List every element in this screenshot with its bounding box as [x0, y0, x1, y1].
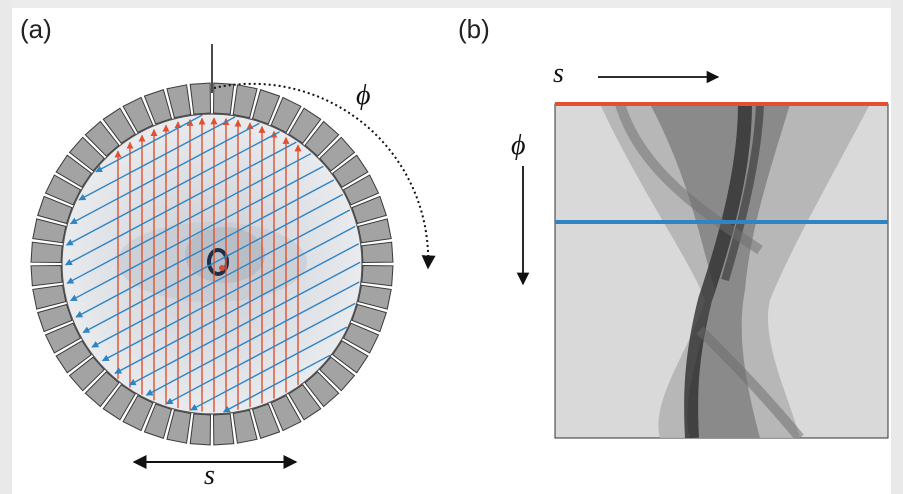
detector-segment — [102, 384, 136, 421]
detector-segment — [68, 356, 105, 392]
blue-ray — [78, 116, 236, 201]
detector-segment — [357, 218, 392, 244]
detector-segment — [357, 284, 392, 310]
detector-segment — [304, 120, 340, 157]
blue-ray — [114, 243, 360, 374]
detector-segment — [84, 371, 120, 408]
panel-b-s-label: s — [553, 58, 564, 89]
detector-segment — [332, 340, 369, 374]
detector-segment — [30, 265, 63, 287]
blue-ray — [128, 261, 361, 386]
top-margin — [0, 0, 903, 8]
panel-a-s-label: s — [204, 460, 215, 491]
panel-a — [30, 44, 436, 469]
blue-ray — [69, 165, 324, 302]
detector-segment — [304, 371, 340, 408]
detector-segment — [55, 340, 92, 374]
detector-segment — [84, 120, 120, 157]
panel-b-phi-label: ϕ — [511, 130, 526, 161]
detector-segment — [361, 265, 394, 287]
detector-segment — [288, 384, 322, 421]
blue-ray — [69, 122, 260, 225]
right-margin — [891, 0, 903, 494]
detector-segment — [319, 136, 356, 172]
detector-segment — [232, 409, 258, 444]
detector-segment — [213, 82, 235, 115]
detector-segment — [122, 394, 154, 432]
detector-segment — [232, 84, 258, 119]
detector-segment — [32, 218, 67, 244]
detector-segment — [44, 174, 82, 206]
blue-ray — [190, 326, 348, 411]
detector-segment — [166, 84, 192, 119]
blue-ray — [75, 179, 335, 318]
detector-segment — [189, 82, 211, 115]
detector-segment — [213, 413, 235, 446]
blue-projection-rays — [64, 114, 361, 413]
detector-segment — [30, 241, 63, 263]
blue-ray — [165, 302, 356, 405]
detector-ring — [30, 82, 394, 446]
detector-segment — [143, 89, 173, 125]
panel-b-label: (b) — [458, 14, 490, 44]
blue-ray — [101, 225, 356, 362]
blue-ray — [82, 193, 344, 334]
detector-segment — [342, 322, 380, 354]
detector-segment — [143, 403, 173, 439]
panel-b — [516, 70, 889, 439]
detector-segment — [189, 413, 211, 446]
detector-segment — [37, 195, 73, 225]
detector-segment — [251, 403, 281, 439]
detector-segment — [342, 174, 380, 206]
detector-segment — [270, 96, 302, 134]
blue-ray — [66, 153, 312, 284]
blue-ray — [145, 281, 360, 396]
blue-ray — [91, 209, 351, 348]
detector-segment — [332, 154, 369, 188]
detector-segment — [55, 154, 92, 188]
blue-ray — [65, 131, 280, 246]
phantom-image — [117, 222, 307, 302]
detector-segment — [166, 409, 192, 444]
detector-segment — [44, 322, 82, 354]
red-projection-rays — [114, 117, 302, 412]
detector-segment — [102, 107, 136, 144]
detector-segment — [361, 241, 394, 263]
left-margin — [0, 0, 12, 494]
blue-ray — [64, 141, 297, 266]
panel-a-phi-label: ϕ — [356, 80, 371, 111]
panel-a-label: (a) — [20, 14, 52, 44]
detector-segment — [32, 284, 67, 310]
detector-segment — [68, 136, 105, 172]
sinogram-image — [600, 104, 870, 438]
phantom-hotspot — [207, 248, 229, 276]
angle-arc-arrow — [213, 82, 436, 270]
detector-segment — [319, 356, 356, 392]
detector-segment — [122, 96, 154, 134]
blue-ray — [95, 114, 203, 173]
detector-segment — [351, 303, 387, 333]
detector-segment — [288, 107, 322, 144]
blue-ray — [222, 354, 331, 413]
detector-segment — [37, 303, 73, 333]
detector-segment — [270, 394, 302, 432]
detector-segment — [351, 195, 387, 225]
detector-segment — [251, 89, 281, 125]
